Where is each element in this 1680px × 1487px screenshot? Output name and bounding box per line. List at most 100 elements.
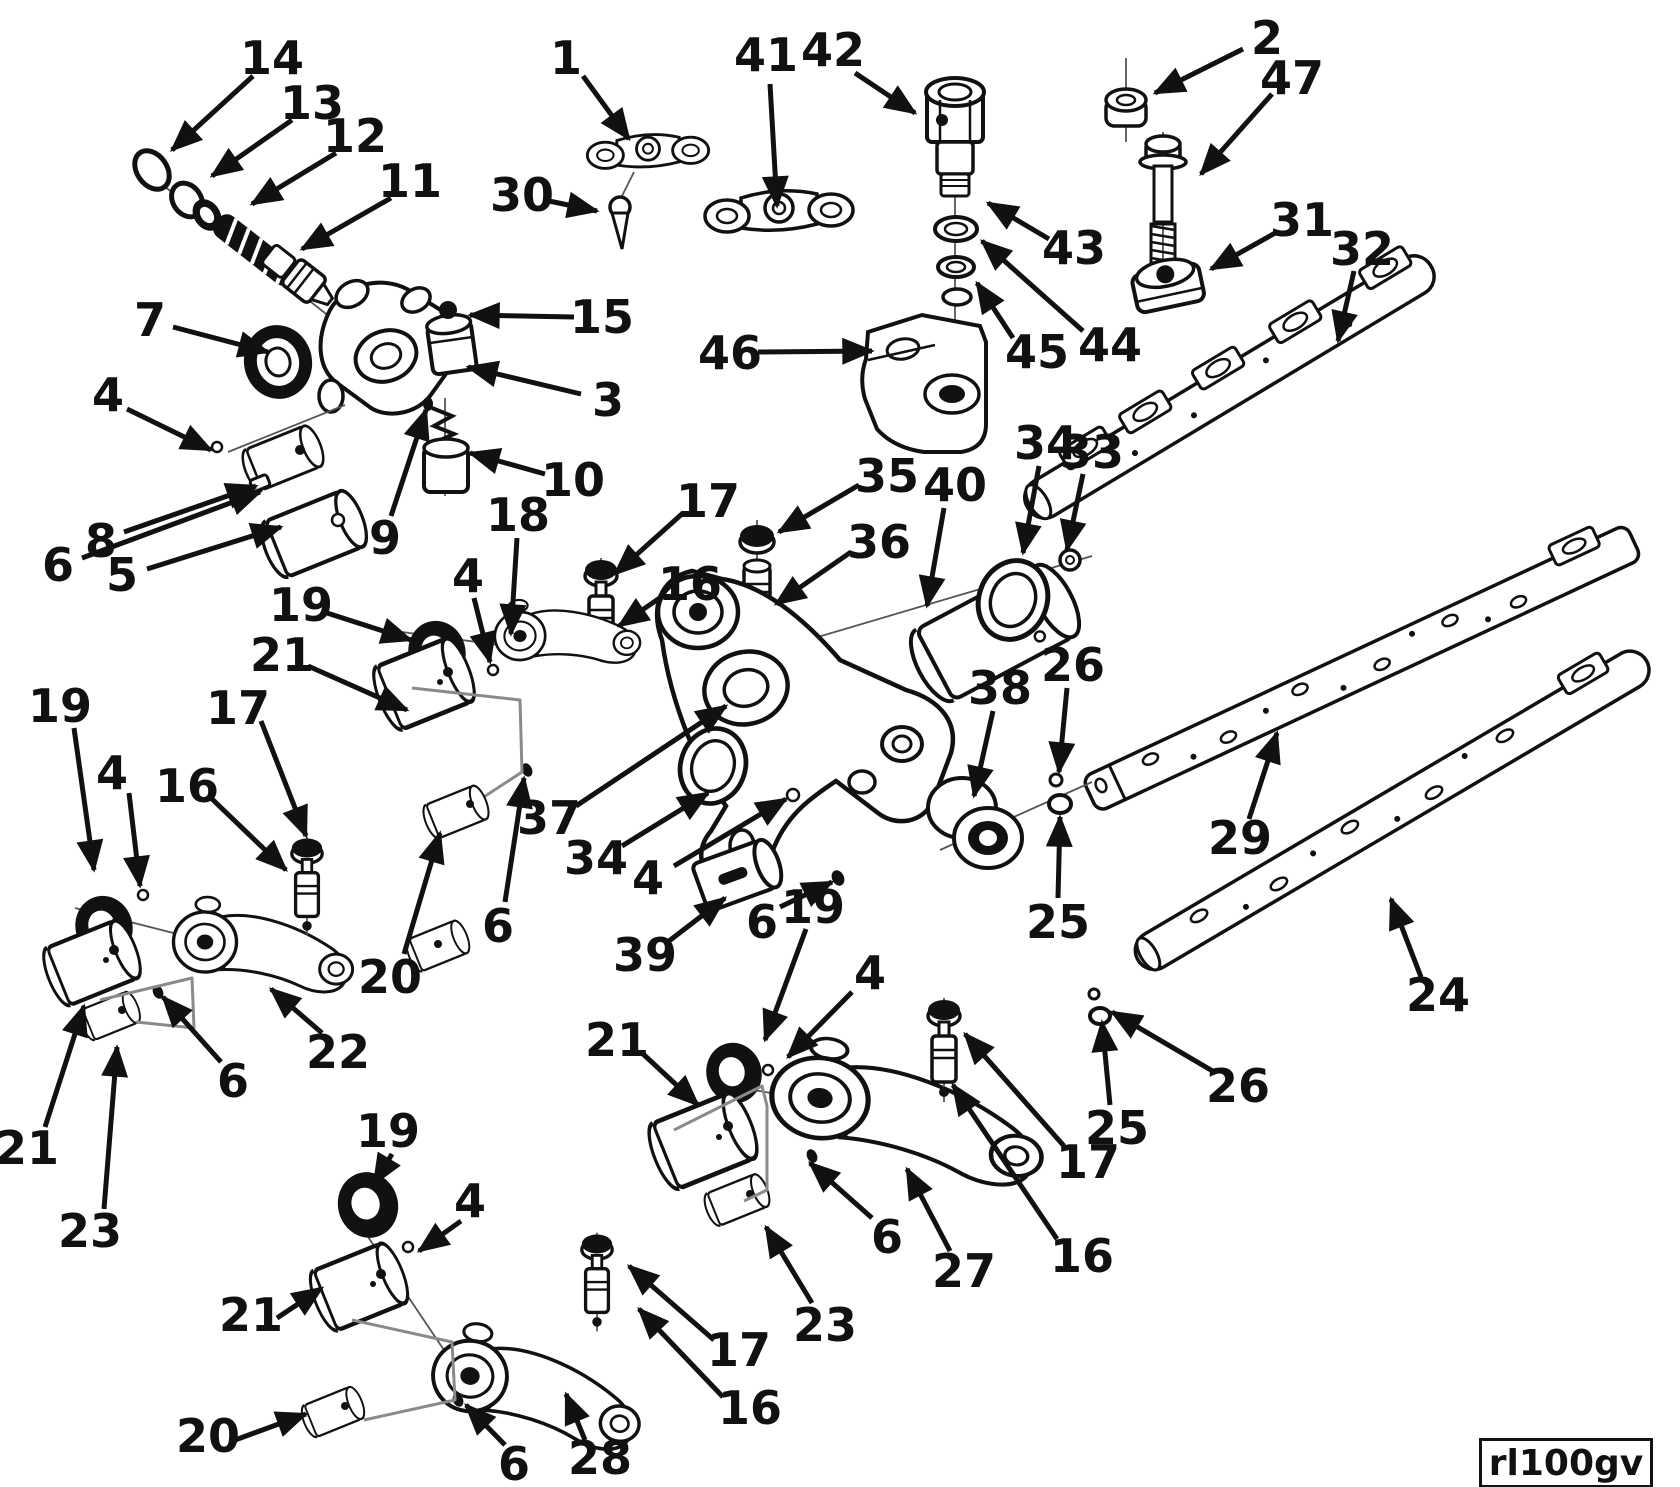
spring-screw-10 — [422, 398, 470, 496]
retainer-ring-14 — [132, 148, 172, 192]
bearing-7 — [243, 325, 313, 399]
arrow-20 — [234, 1411, 309, 1443]
figure-code: rl100gv — [1488, 1442, 1644, 1484]
arrow-45 — [974, 280, 1016, 340]
arrow-25 — [1045, 814, 1073, 899]
arrow-42 — [853, 70, 918, 116]
arrow-23 — [763, 1224, 815, 1305]
callout-17: 17 — [1056, 1135, 1120, 1189]
callout-16: 16 — [658, 557, 722, 611]
arrow-19 — [762, 928, 809, 1043]
callout-10: 10 — [541, 453, 605, 507]
arrow-6 — [807, 1161, 874, 1220]
arrow-13 — [209, 117, 294, 179]
arrow-16 — [950, 1082, 1060, 1241]
callout-6: 6 — [871, 1210, 903, 1264]
callout-19: 19 — [28, 679, 92, 733]
callout-14: 14 — [240, 31, 304, 85]
callout-9: 9 — [369, 511, 401, 565]
arrow-19 — [71, 727, 104, 873]
arrow-43 — [985, 200, 1051, 242]
callout-19: 19 — [781, 880, 845, 934]
callout-17: 17 — [676, 474, 740, 528]
callout-2: 2 — [1251, 11, 1283, 65]
arrow-19 — [371, 1151, 401, 1187]
callout-13: 13 — [280, 76, 344, 130]
callout-4: 4 — [632, 851, 664, 905]
callout-24: 24 — [1406, 968, 1470, 1022]
arrow-19 — [326, 610, 414, 644]
pin-4 — [785, 787, 801, 803]
arrow-47 — [1199, 92, 1274, 177]
callout-11: 11 — [378, 154, 442, 208]
arrow-30 — [548, 191, 600, 219]
arrow-6 — [464, 1403, 507, 1447]
callout-39: 39 — [613, 928, 677, 982]
callout-6: 6 — [42, 538, 74, 592]
o-ring-44 — [936, 255, 976, 279]
callout-1: 1 — [550, 31, 582, 85]
callout-19: 19 — [269, 578, 333, 632]
arrow-38 — [967, 710, 996, 799]
callout-22: 22 — [306, 1025, 370, 1079]
spacer-23 — [699, 1170, 775, 1230]
spacer-20 — [296, 1383, 370, 1441]
arrow-18 — [499, 537, 527, 637]
arrow-17 — [963, 1031, 1066, 1148]
arrow-12 — [249, 150, 338, 207]
callout-5: 5 — [106, 548, 138, 602]
arrow-1 — [580, 74, 632, 142]
arrow-16 — [637, 1307, 725, 1399]
ring-26 — [1048, 772, 1064, 788]
callout-44: 44 — [1078, 318, 1142, 372]
pin-4 — [761, 1063, 775, 1077]
arrow-26 — [1109, 1009, 1218, 1076]
callout-41: 41 — [734, 28, 798, 82]
callout-25: 25 — [1026, 895, 1090, 949]
arrow-33 — [1059, 473, 1087, 553]
callout-34: 34 — [1014, 416, 1078, 470]
arrow-4 — [416, 1218, 463, 1254]
crosshead-41 — [703, 189, 855, 234]
rocker-lever-3-body — [210, 278, 465, 454]
callout-46: 46 — [698, 326, 762, 380]
arrow-17 — [258, 720, 309, 839]
pin-6 — [521, 763, 533, 777]
pin-4 — [136, 888, 150, 902]
rocker-lever-22 — [170, 894, 357, 995]
callout-21: 21 — [585, 1013, 649, 1067]
callout-6: 6 — [217, 1054, 249, 1108]
arrow-22 — [268, 987, 324, 1035]
callout-30: 30 — [490, 168, 554, 222]
callout-21: 21 — [250, 628, 314, 682]
callout-16: 16 — [1050, 1229, 1114, 1283]
arrow-29 — [1246, 730, 1281, 820]
arrow-37 — [574, 703, 729, 809]
callout-42: 42 — [801, 23, 865, 77]
arrow-24 — [1388, 896, 1424, 978]
washer-pair-13 — [169, 180, 222, 231]
o-ring-25 — [1088, 1006, 1112, 1026]
o-ring-25 — [1047, 793, 1073, 815]
arrow-9 — [388, 407, 430, 517]
arrow-21 — [640, 1051, 700, 1107]
arrow-32 — [1331, 270, 1358, 344]
t-nut-31 — [1130, 257, 1206, 315]
callout-21: 21 — [0, 1121, 59, 1175]
callout-28: 28 — [568, 1431, 632, 1485]
arrow-39 — [667, 896, 728, 943]
callout-34: 34 — [564, 831, 628, 885]
arrow-6 — [502, 775, 533, 903]
callout-47: 47 — [1260, 51, 1324, 105]
arrow-4 — [125, 406, 214, 453]
callout-18: 18 — [486, 488, 550, 542]
o-ring-45 — [941, 287, 973, 307]
callout-45: 45 — [1005, 325, 1069, 379]
callout-3: 3 — [592, 373, 624, 427]
set-pin-30 — [608, 171, 635, 250]
arrow-44 — [979, 239, 1085, 333]
callout-15: 15 — [570, 290, 634, 344]
arrow-14 — [170, 74, 255, 152]
callout-23: 23 — [58, 1204, 122, 1258]
